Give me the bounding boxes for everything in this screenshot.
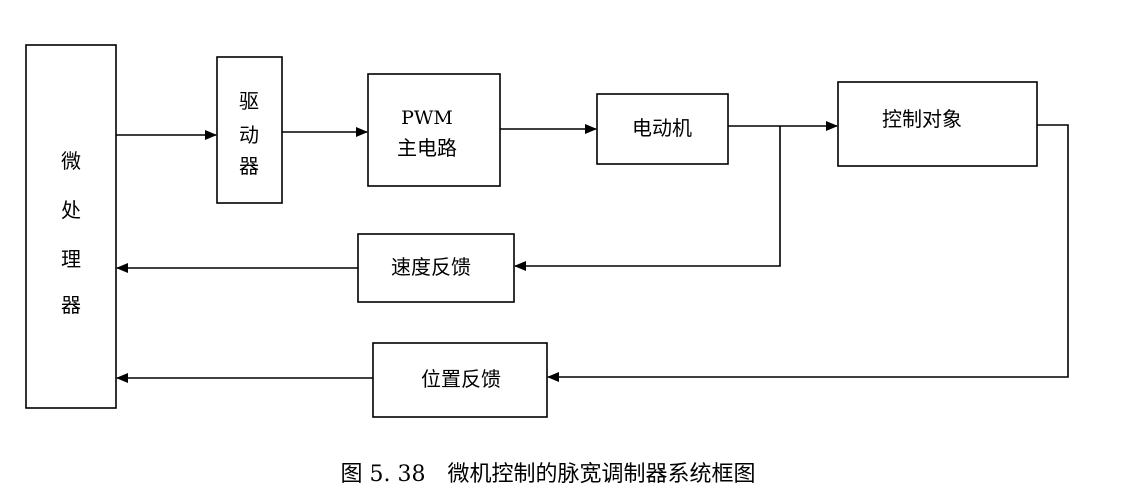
microprocessor-char-1: 微 <box>61 149 81 173</box>
control-object-label: 控制对象 <box>882 107 962 131</box>
figure-caption: 图 5. 38 微机控制的脉宽调制器系统框图 <box>341 462 756 487</box>
pwm-label: PWM <box>401 107 453 129</box>
speed-feedback-block: 速度反馈 <box>357 233 515 303</box>
driver-block: 驱 动 器 <box>216 56 283 204</box>
speed-feedback-label: 速度反馈 <box>391 255 471 279</box>
position-feedback-label: 位置反馈 <box>421 367 501 391</box>
pwm-main-circuit-block: PWM 主电路 <box>367 73 501 187</box>
microprocessor-char-3: 理 <box>61 247 81 271</box>
driver-char-3: 器 <box>239 154 259 178</box>
arrow-control-object-to-position-feedback <box>547 124 1069 382</box>
motor-block: 电动机 <box>596 93 729 165</box>
driver-char-2: 动 <box>239 123 259 147</box>
position-feedback-block: 位置反馈 <box>372 342 548 418</box>
microprocessor-char-4: 器 <box>61 293 81 317</box>
microprocessor-block: 微 处 理 器 <box>25 44 117 409</box>
main-circuit-label: 主电路 <box>397 136 457 160</box>
microprocessor-char-2: 处 <box>61 198 81 222</box>
arrow-motor-to-speed-feedback <box>514 126 781 271</box>
driver-char-1: 驱 <box>239 89 259 113</box>
motor-label: 电动机 <box>632 116 692 140</box>
control-object-block: 控制对象 <box>837 81 1038 167</box>
